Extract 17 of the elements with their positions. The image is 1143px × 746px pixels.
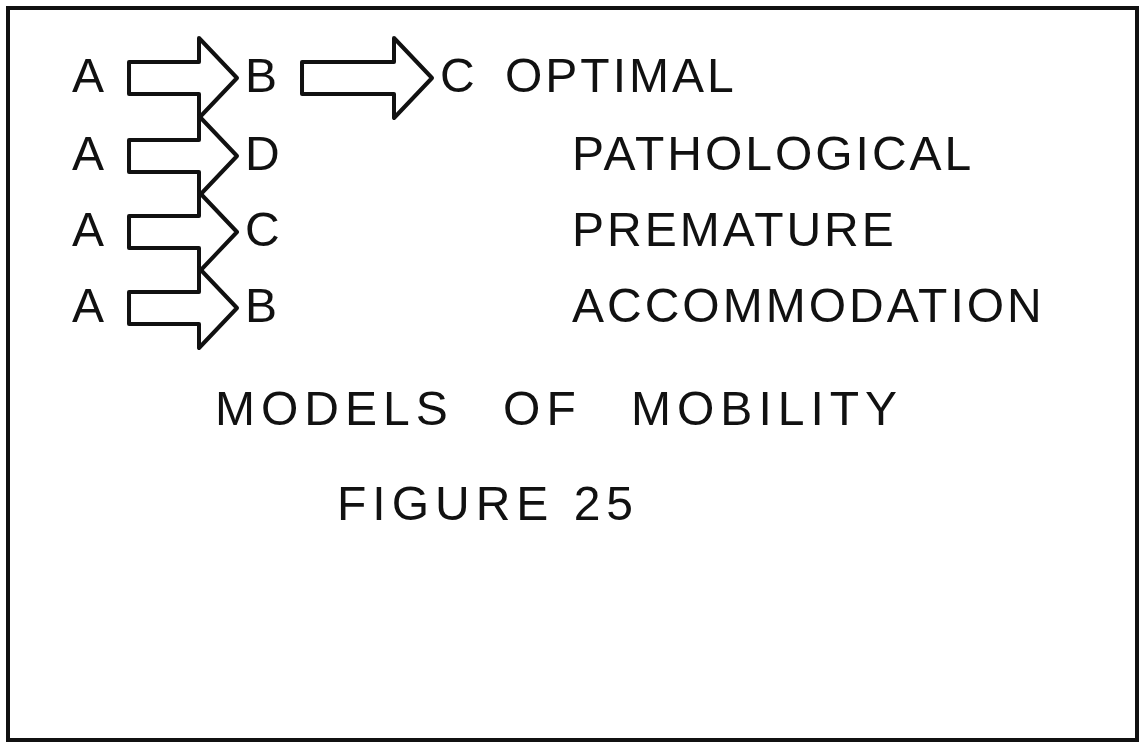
node-letter: D <box>245 130 283 178</box>
block-arrow <box>127 36 239 120</box>
node-letter: A <box>72 130 107 178</box>
row-label: ACCOMMODATION <box>572 282 1045 330</box>
node-letter: C <box>440 52 478 100</box>
figure-title: MODELS OF MOBILITY <box>215 385 904 433</box>
node-letter: A <box>72 206 107 254</box>
node-letter: A <box>72 282 107 330</box>
row-label: OPTIMAL <box>505 52 737 100</box>
node-letter: A <box>72 52 107 100</box>
row-label: PREMATURE <box>572 206 897 254</box>
node-letter: B <box>245 52 280 100</box>
block-arrow <box>300 36 434 120</box>
node-letter: B <box>245 282 280 330</box>
figure-caption: FIGURE 25 <box>337 480 640 528</box>
row-label: PATHOLOGICAL <box>572 130 975 178</box>
node-letter: C <box>245 206 283 254</box>
